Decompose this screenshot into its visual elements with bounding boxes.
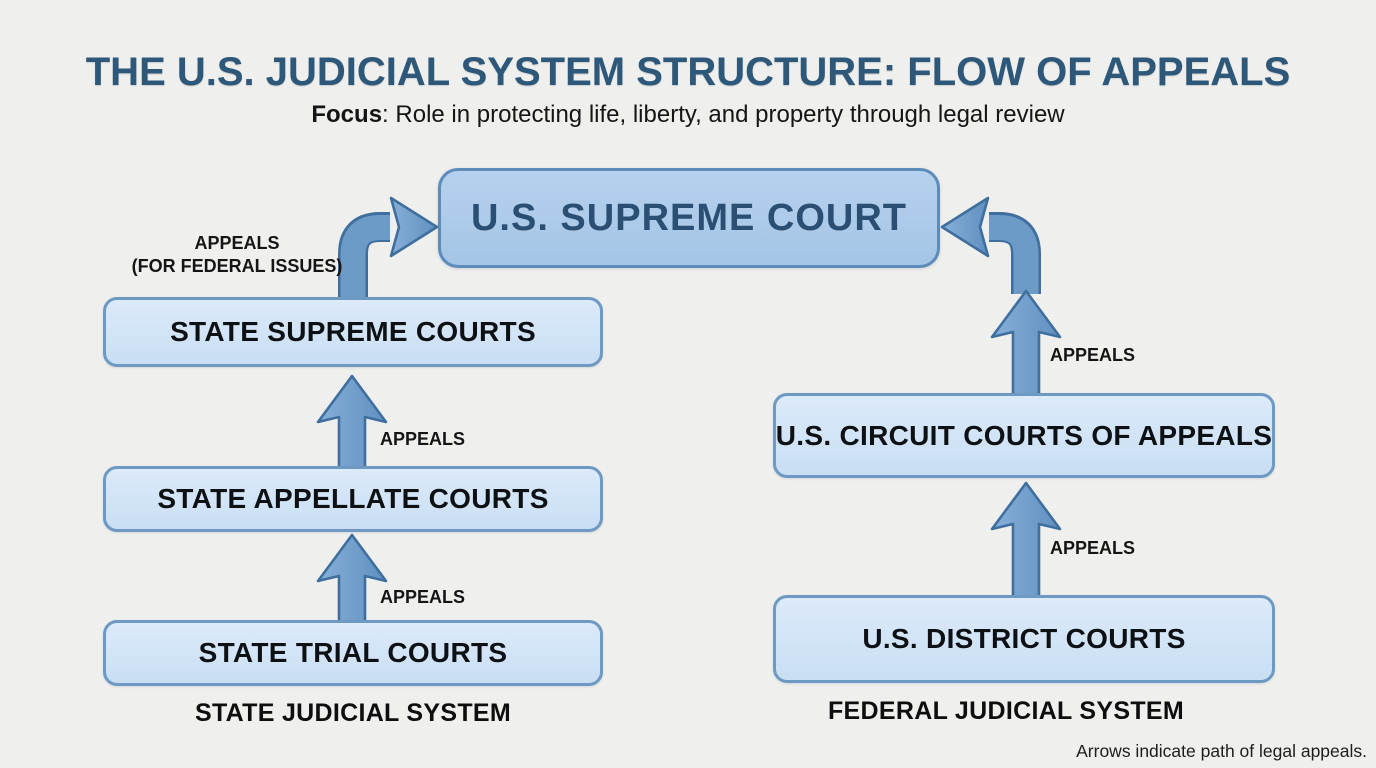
- box-us-district-courts: U.S. DISTRICT COURTS: [773, 595, 1275, 683]
- up-arrow-appellate-to-state-supreme-icon: [316, 374, 388, 470]
- box-state-trial-courts-label: STATE TRIAL COURTS: [198, 637, 508, 668]
- subtitle-text: : Role in protecting life, liberty, and …: [382, 101, 1065, 128]
- box-state-appellate-courts: STATE APPELLATE COURTS: [103, 466, 603, 532]
- page-subtitle: Focus: Role in protecting life, liberty,…: [0, 101, 1376, 129]
- label-federal-judicial-system: FEDERAL JUDICIAL SYSTEM: [827, 697, 1185, 725]
- label-state-judicial-system: STATE JUDICIAL SYSTEM: [194, 699, 512, 727]
- box-us-district-courts-label: U.S. DISTRICT COURTS: [862, 623, 1186, 654]
- label-appeals-federal-bottom: APPEALS: [1050, 538, 1136, 558]
- box-us-circuit-courts: U.S. CIRCUIT COURTS OF APPEALS: [773, 393, 1275, 478]
- box-us-supreme-court: U.S. SUPREME COURT: [438, 168, 940, 268]
- box-state-supreme-courts-label: STATE SUPREME COURTS: [170, 316, 536, 347]
- label-appeals-state-bottom: APPEALS: [380, 587, 466, 607]
- footnote-arrows-legend: Arrows indicate path of legal appeals.: [1076, 741, 1367, 761]
- label-appeals-federal-line2: (FOR FEDERAL ISSUES): [131, 256, 343, 277]
- label-appeals-state-mid: APPEALS: [380, 429, 466, 449]
- page-title: THE U.S. JUDICIAL SYSTEM STRUCTURE: FLOW…: [85, 50, 1291, 94]
- box-state-trial-courts: STATE TRIAL COURTS: [103, 620, 603, 686]
- curved-arrow-circuit-to-supreme-icon: [940, 196, 1041, 294]
- subtitle-focus-label: Focus: [311, 101, 383, 128]
- label-appeals-federal-line1: APPEALS: [194, 233, 280, 253]
- box-state-appellate-courts-label: STATE APPELLATE COURTS: [157, 483, 549, 514]
- curved-arrow-state-to-supreme-icon: [338, 196, 439, 300]
- box-state-supreme-courts: STATE SUPREME COURTS: [103, 297, 603, 367]
- label-appeals-federal-issues: APPEALS (FOR FEDERAL ISSUES): [117, 232, 357, 278]
- box-us-circuit-courts-label: U.S. CIRCUIT COURTS OF APPEALS: [775, 419, 1273, 451]
- box-us-supreme-court-label: U.S. SUPREME COURT: [470, 196, 908, 239]
- label-appeals-federal-top: APPEALS: [1050, 345, 1136, 365]
- up-arrow-trial-to-appellate-icon: [316, 533, 388, 624]
- up-arrow-circuit-upward-icon: [990, 289, 1062, 397]
